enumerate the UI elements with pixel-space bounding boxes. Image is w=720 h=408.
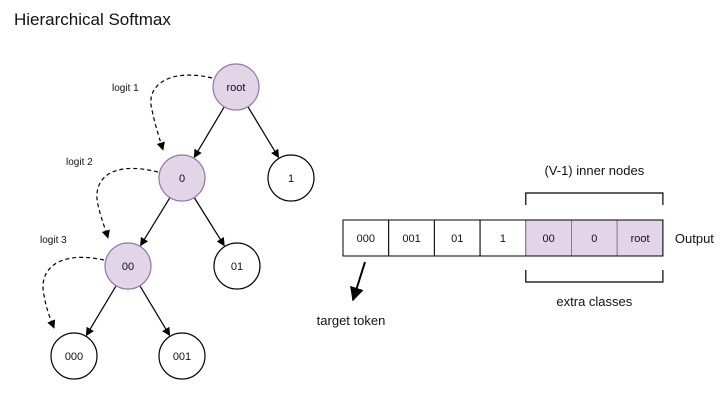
tree-edge-root-n0: [193, 106, 225, 159]
logit-arc-2: [96, 167, 159, 239]
tree-node-circle: [267, 154, 315, 202]
tree-node-circle: [158, 332, 206, 380]
target-token-label: target token: [317, 313, 386, 328]
tree-node-n1: 1: [267, 154, 315, 202]
tree-node-label: 01: [231, 261, 243, 273]
tree-edge-n0-n00: [140, 197, 171, 247]
tree-edge-n00-n001: [139, 285, 171, 337]
output-cell-6: 0: [571, 219, 618, 257]
inner-nodes-label: (V-1) inner nodes: [544, 163, 644, 178]
tree-node-circle: [213, 242, 261, 290]
extra-classes-label: extra classes: [556, 294, 632, 309]
output-cell-box: [525, 219, 572, 257]
tree-node-n000: 000: [50, 332, 98, 380]
output-cell-5: 00: [525, 219, 572, 257]
logit-label-3: logit 3: [40, 235, 67, 246]
tree-edge-n00-n000: [85, 285, 117, 337]
output-vector-border: [342, 219, 664, 257]
tree-node-circle: [212, 63, 260, 111]
output-cell-7: root: [616, 219, 664, 257]
output-cell-label: 1: [500, 233, 506, 245]
logit-label-1: logit 1: [112, 83, 139, 94]
tree-edge-n0-n01: [193, 197, 225, 247]
tree-node-circle: [158, 154, 206, 202]
logit-label-2: logit 2: [66, 157, 93, 168]
tree-node-root: root: [212, 63, 260, 111]
output-cell-label: 0: [591, 233, 597, 245]
tree-node-label: 1: [288, 173, 294, 185]
target-token-arrow: [350, 261, 366, 302]
output-cell-label: root: [631, 233, 650, 245]
diagram-title: Hierarchical Softmax: [14, 10, 171, 29]
tree-node-label: 000: [65, 351, 83, 363]
output-cell-3: 01: [433, 219, 481, 257]
tree-node-label: 0: [179, 173, 185, 185]
output-cell-label: 001: [402, 233, 420, 245]
tree-node-n01: 01: [213, 242, 261, 290]
tree-node-label: 00: [122, 261, 134, 273]
tree-edge-root-n1: [247, 106, 280, 159]
top-bracket: [525, 192, 664, 205]
output-cell-label: 01: [451, 233, 463, 245]
tree-node-label: root: [227, 82, 246, 94]
output-cell-2: 001: [388, 219, 435, 257]
tree-node-n0: 0: [158, 154, 206, 202]
tree-node-n001: 001: [158, 332, 206, 380]
tree-node-n00: 00: [104, 242, 152, 290]
tree-node-label: 001: [173, 351, 191, 363]
logit-arc-3: [42, 256, 105, 329]
output-cell-4: 1: [479, 219, 527, 257]
output-cell-label: 00: [543, 233, 555, 245]
output-cell-label: 000: [357, 233, 375, 245]
output-label: Output: [675, 231, 714, 246]
logit-arc-1: [150, 74, 213, 151]
output-cell-1: 000: [342, 219, 390, 257]
tree-node-circle: [104, 242, 152, 290]
tree-node-circle: [50, 332, 98, 380]
bottom-bracket: [525, 270, 664, 283]
